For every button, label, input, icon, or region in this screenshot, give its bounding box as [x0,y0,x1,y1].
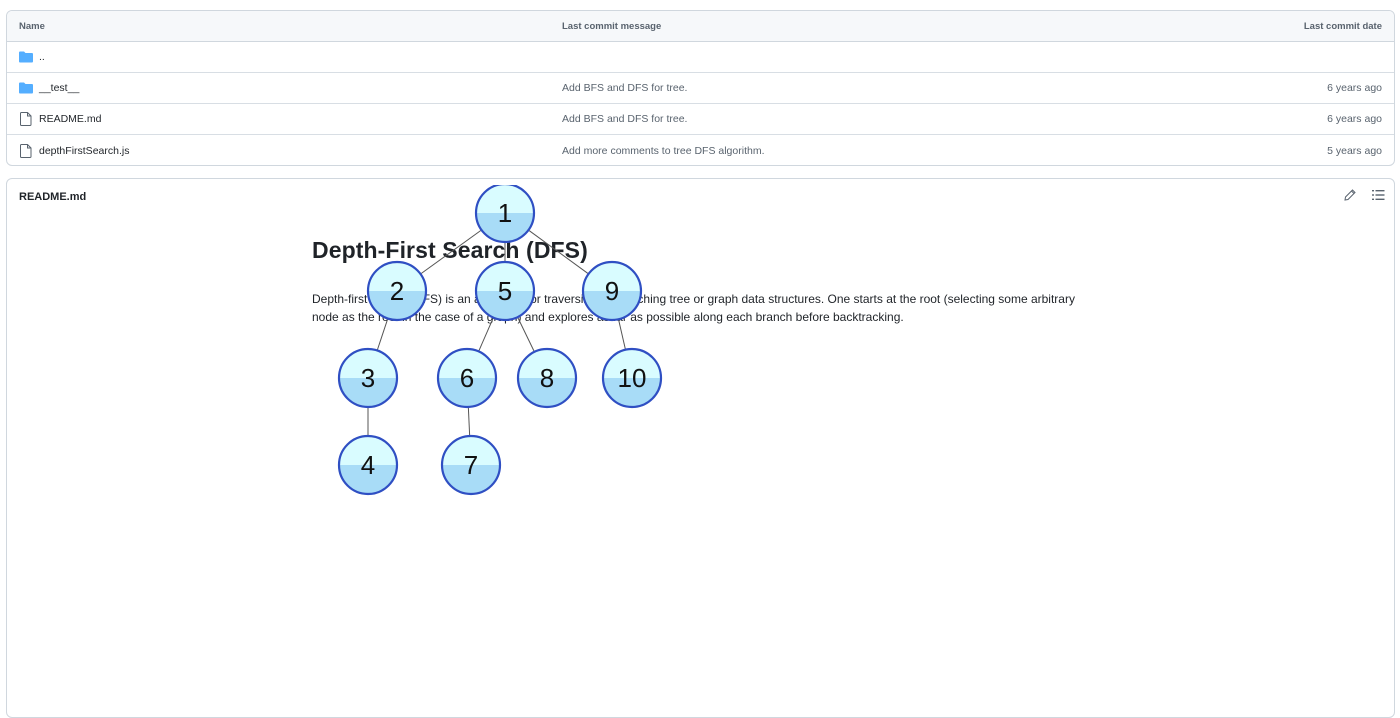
table-row[interactable]: .. [7,42,1394,73]
tree-node: 1 [474,185,536,244]
tree-edge [528,229,589,275]
date-column-header: Last commit date [1303,20,1382,32]
dfs-tree-diagram: 1 2 5 9 3 6 8 10 4 7 [337,185,663,496]
tree-node-label: 3 [361,363,375,393]
tree-node-label: 9 [605,276,619,306]
tree-node-circle [436,347,498,409]
readme-panel: README.md Depth-First Search (DFS) Depth… [6,178,1395,718]
name-column-header: Name [19,20,45,32]
tree-node: 5 [474,260,536,322]
tree-node: 6 [436,347,498,409]
folder-icon [19,81,33,95]
tree-edge [420,229,482,275]
readme-header: README.md [7,179,1394,214]
commit-date: 6 years ago [1327,113,1382,125]
commit-date: 6 years ago [1327,82,1382,94]
file-name-link[interactable]: README.md [39,113,102,125]
tree-edge [376,318,389,351]
tree-node-circle [440,434,502,496]
table-row[interactable]: __test__ Add BFS and DFS for tree. 6 yea… [7,73,1394,104]
tree-node-circle [601,347,663,409]
tree-node: 3 [337,347,399,409]
tree-node-label: 8 [540,363,554,393]
file-name-link[interactable]: .. [39,51,45,63]
tree-node: 8 [516,347,578,409]
tree-node-circle [516,347,578,409]
tree-node: 9 [581,260,643,322]
tree-node-circle [581,260,643,322]
tree-node-label: 7 [464,450,478,480]
readme-heading: Depth-First Search (DFS) [312,237,588,263]
tree-node: 2 [366,260,428,322]
tree-node-circle [366,260,428,322]
commit-message-link[interactable]: Add BFS and DFS for tree. [562,82,688,94]
tree-edge [467,406,471,437]
tree-node-label: 10 [618,363,647,393]
folder-icon [19,50,33,64]
commit-message-link[interactable]: Add more comments to tree DFS algorithm. [562,144,765,157]
table-row[interactable]: README.md Add BFS and DFS for tree. 6 ye… [7,104,1394,135]
file-icon [19,112,33,126]
tree-node: 4 [337,434,399,496]
tree-node-circle [337,434,399,496]
message-column-header: Last commit message [562,20,662,32]
tree-node: 10 [601,347,663,409]
file-table: Name Last commit message Last commit dat… [6,10,1395,166]
tree-edge [517,316,535,353]
tree-node-circle [337,347,399,409]
tree-node-label: 5 [498,276,512,306]
tree-node-label: 6 [460,363,474,393]
tree-edge [618,319,626,350]
list-icon[interactable] [1372,189,1386,203]
file-icon [19,143,33,158]
tree-node-label: 2 [390,276,404,306]
file-table-header: Name Last commit message Last commit dat… [7,11,1394,42]
commit-message-link[interactable]: Add BFS and DFS for tree. [562,113,688,125]
file-name-link[interactable]: depthFirstSearch.js [39,144,130,157]
tree-edge [478,317,494,352]
pencil-icon[interactable] [1344,189,1358,203]
tree-node-label: 1 [498,198,512,228]
commit-date: 5 years ago [1327,144,1382,157]
tree-node-label: 4 [361,450,375,480]
file-name-link[interactable]: __test__ [39,82,80,94]
readme-filename: README.md [19,190,87,203]
tree-node: 7 [440,434,502,496]
table-row[interactable]: depthFirstSearch.js Add more comments to… [7,135,1394,165]
tree-node-circle [474,260,536,322]
tree-node-circle [474,185,536,244]
